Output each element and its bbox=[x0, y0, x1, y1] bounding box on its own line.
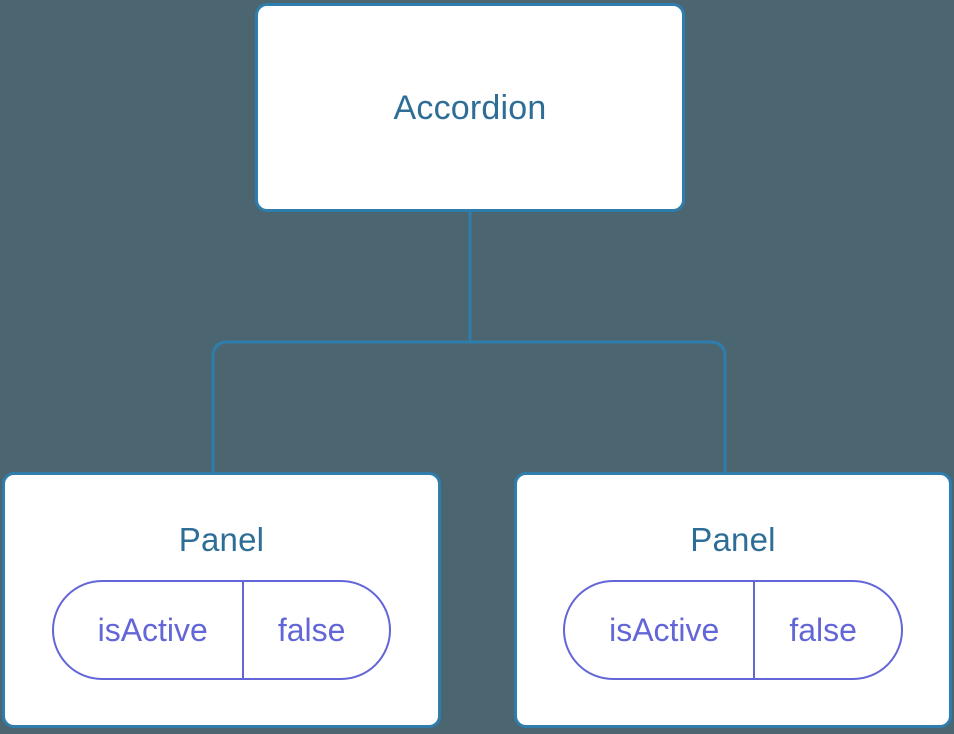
node-panel-0-state-key: isActive bbox=[54, 582, 244, 678]
node-panel-1-title: Panel bbox=[690, 521, 776, 558]
node-panel-1-state-key: isActive bbox=[565, 582, 756, 678]
node-panel-0-state-pill[interactable]: isActive false bbox=[51, 580, 392, 680]
node-accordion[interactable]: Accordion bbox=[255, 3, 685, 212]
node-panel-0-state-value: false bbox=[277, 612, 346, 648]
node-panel-1[interactable]: Panel isActive false bbox=[514, 472, 952, 728]
node-panel-1-state-value: false bbox=[789, 612, 857, 648]
connector-branch-right bbox=[470, 340, 727, 474]
node-panel-0[interactable]: Panel isActive false bbox=[2, 472, 441, 728]
node-accordion-title: Accordion bbox=[393, 88, 547, 127]
node-panel-0-title: Panel bbox=[178, 521, 265, 558]
node-panel-1-state-pill[interactable]: isActive false bbox=[563, 580, 903, 680]
connector-branch-left bbox=[211, 340, 470, 474]
